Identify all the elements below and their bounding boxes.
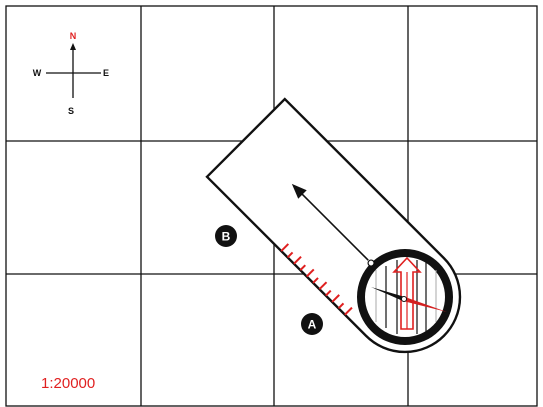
marker-b-label: B (222, 230, 231, 244)
magnetic-needle-icon (371, 287, 447, 312)
map-scale: 1:20000 (41, 375, 95, 392)
marker-a-label: A (308, 318, 317, 332)
baseplate-ruler (280, 243, 353, 316)
marker-a: A (301, 313, 323, 335)
direction-of-travel-arrow-icon (291, 183, 369, 261)
compass-label-north: N (70, 31, 77, 41)
compass-label-south: S (68, 106, 74, 116)
compass-label-west: W (33, 68, 42, 78)
compass-rose-icon: N S E W (33, 31, 109, 116)
marker-b: B (215, 225, 237, 247)
compass-label-east: E (103, 68, 109, 78)
